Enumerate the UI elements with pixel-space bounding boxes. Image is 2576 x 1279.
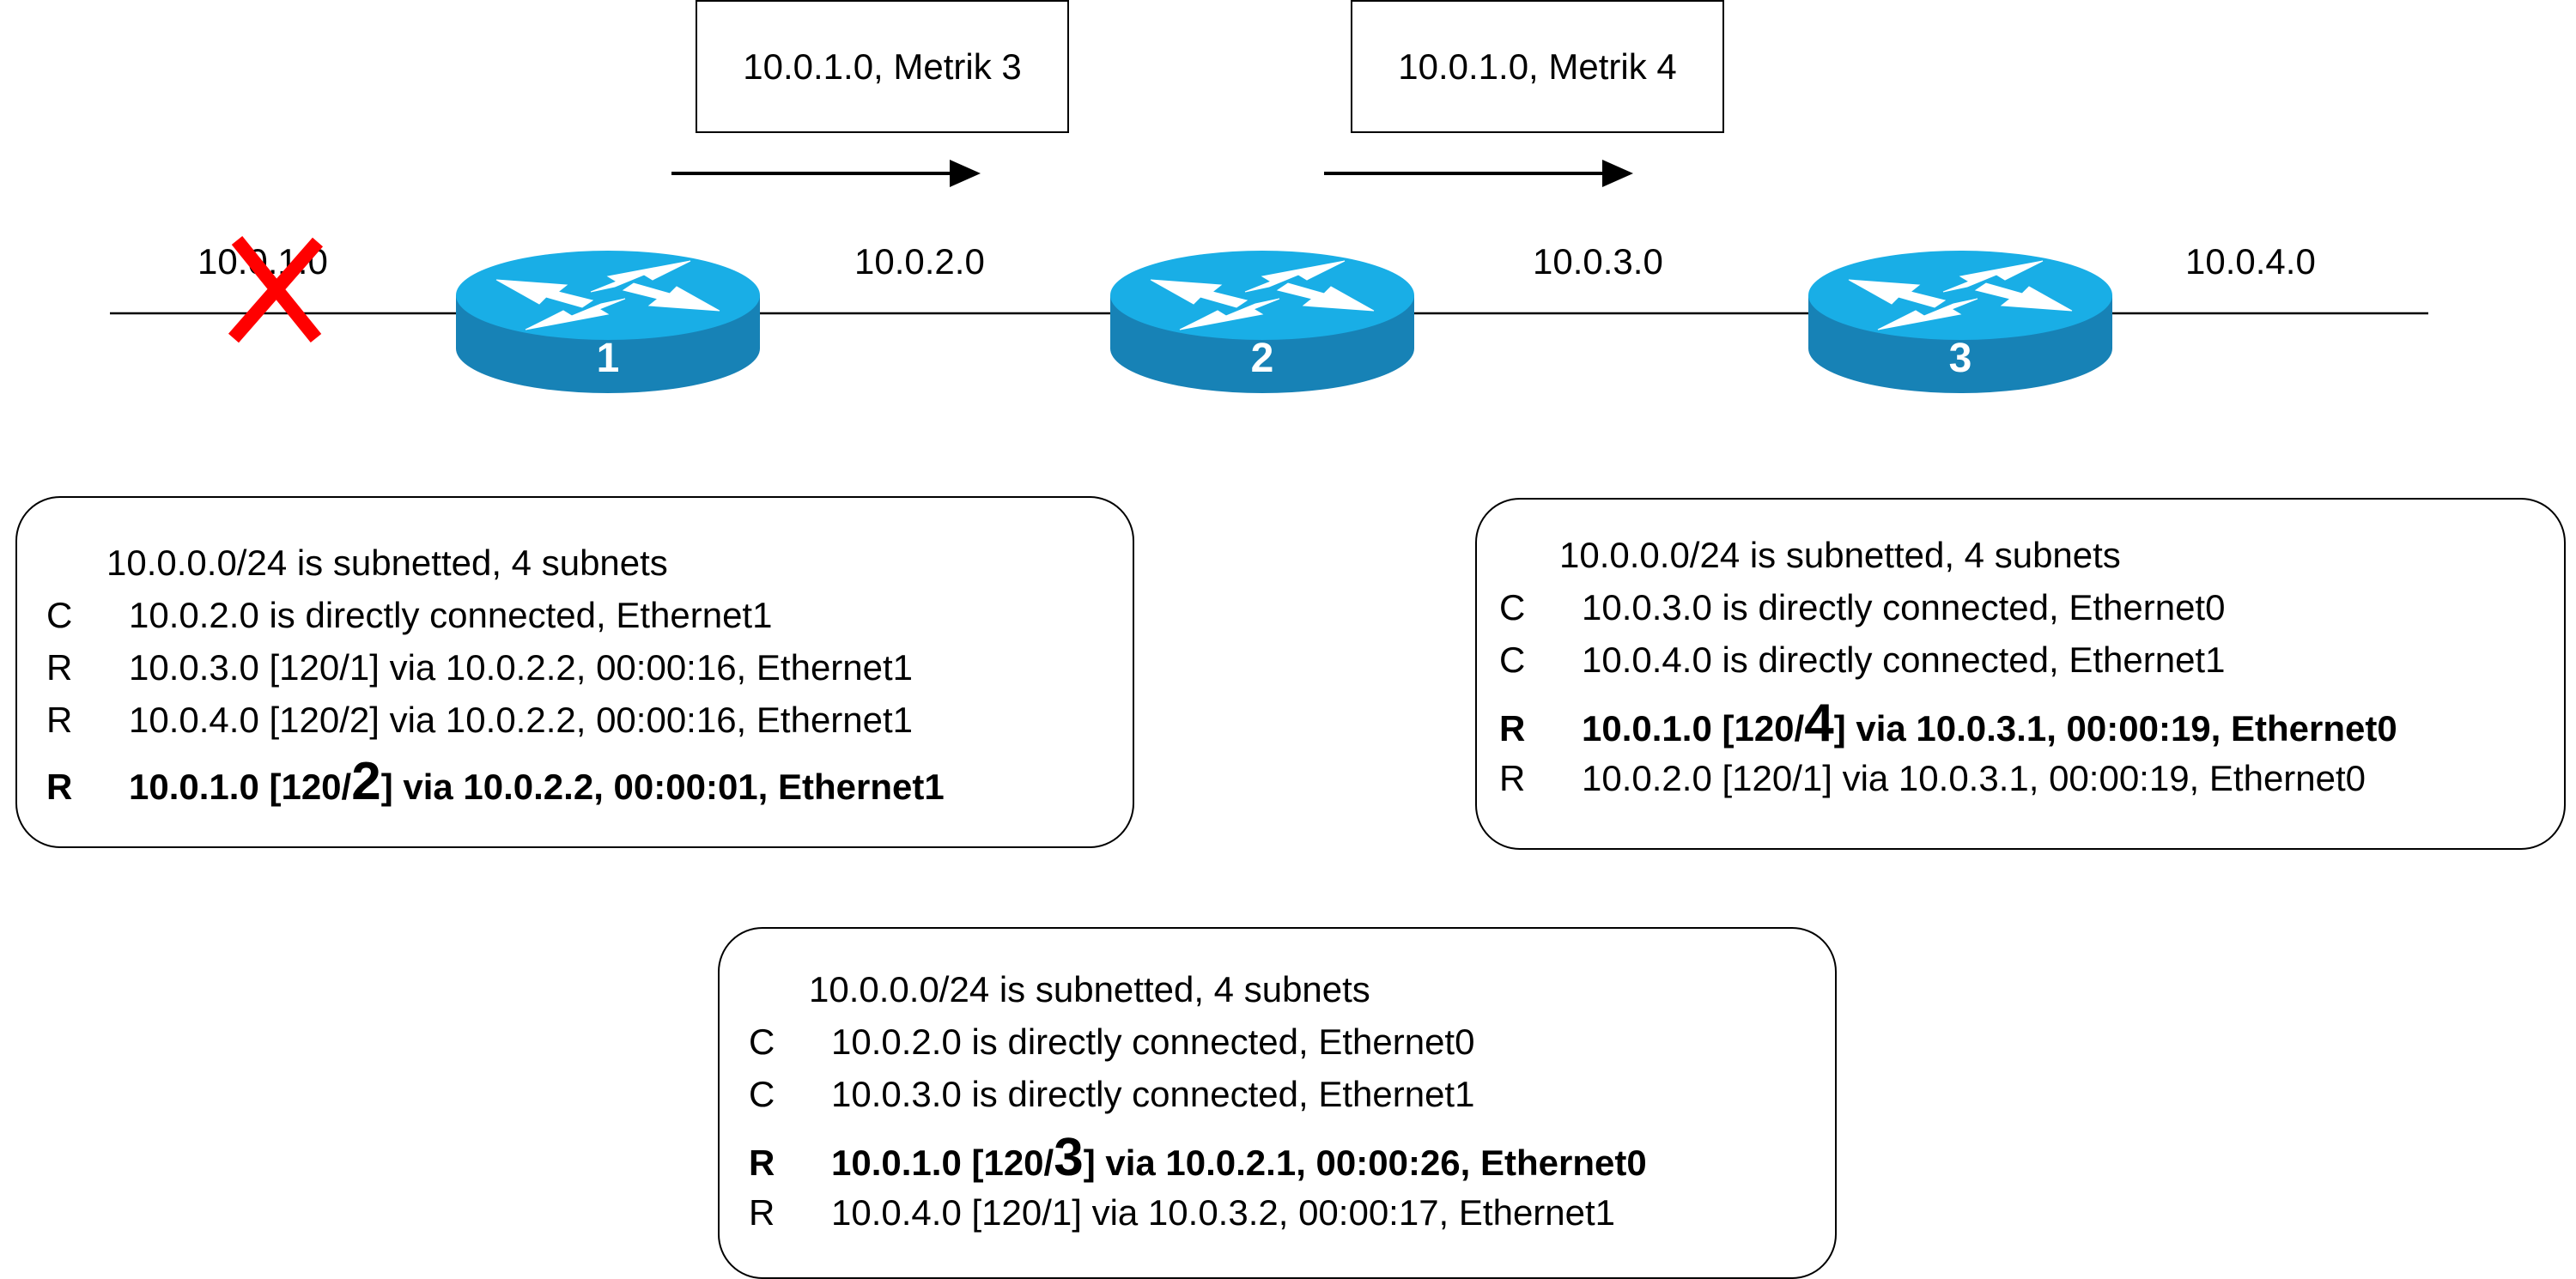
routing-table-header: 10.0.0.0/24 is subnetted, 4 subnets xyxy=(106,543,668,583)
update-box-metric-4: 10.0.1.0, Metrik 4 xyxy=(1351,0,1724,133)
network-label-10-0-3-0: 10.0.3.0 xyxy=(1533,241,1663,282)
network-label-10-0-4-0: 10.0.4.0 xyxy=(2185,241,2316,282)
routing-table-header: 10.0.0.0/24 is subnetted, 4 subnets xyxy=(1559,535,2121,575)
network-label-10-0-2-0: 10.0.2.0 xyxy=(854,241,985,282)
routing-table-header: 10.0.0.0/24 is subnetted, 4 subnets xyxy=(809,969,1370,1009)
router-3-number: 3 xyxy=(1948,336,1972,381)
link-failure-icon xyxy=(228,235,324,343)
router-1-number: 1 xyxy=(596,336,620,381)
router-2-number: 2 xyxy=(1250,336,1274,381)
update-box-metric-3: 10.0.1.0, Metrik 3 xyxy=(696,0,1069,133)
